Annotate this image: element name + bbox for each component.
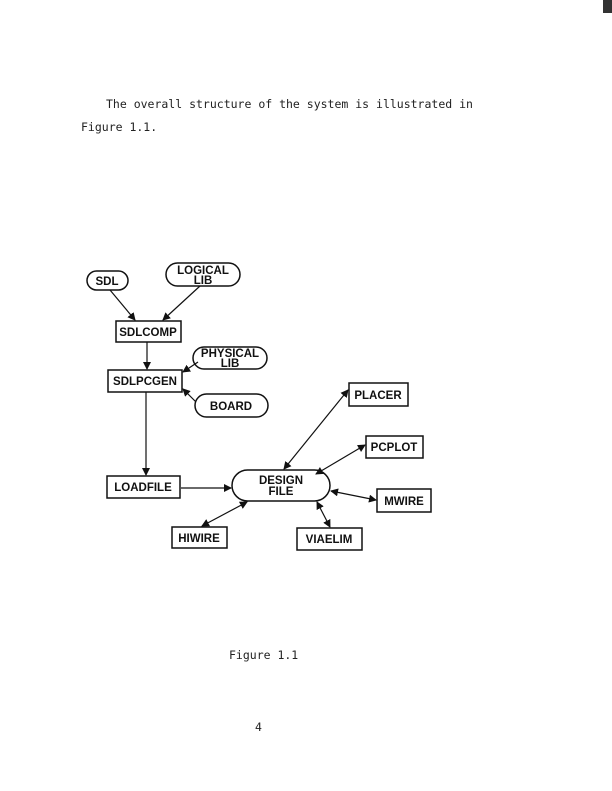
arrow-placer-design-file xyxy=(283,389,349,470)
arrow-physical-lib-to-sdlpcgen xyxy=(182,361,199,373)
scan-mark xyxy=(603,0,612,13)
node-mwire xyxy=(376,488,432,513)
arrow-mwire-design-file xyxy=(330,488,377,503)
page-number: 4 xyxy=(255,720,262,734)
label-loadfile: LOADFILE xyxy=(114,482,172,494)
body-text-line: Figure 1.1. xyxy=(81,120,158,134)
label-viaelim: VIAELIM xyxy=(306,534,353,546)
label-placer: PLACER xyxy=(354,390,402,402)
label-hiwire: HIWIRE xyxy=(178,533,220,545)
node-loadfile xyxy=(106,475,181,499)
node-board xyxy=(194,393,269,418)
label-logical-lib: LIB xyxy=(194,275,213,287)
node-sdlpcgen xyxy=(107,369,183,393)
label-logical-lib: LOGICAL xyxy=(177,265,229,277)
label-design-file: FILE xyxy=(269,486,294,498)
label-sdlcomp: SDLCOMP xyxy=(119,327,177,339)
label-sdl: SDL xyxy=(96,276,119,288)
label-design-file: DESIGN xyxy=(259,475,303,487)
arrow-pcplot-design-file xyxy=(315,444,366,475)
node-hiwire xyxy=(171,526,228,549)
arrow-logical-lib-to-sdlcomp xyxy=(162,285,201,321)
label-physical-lib: LIB xyxy=(221,358,240,370)
arrow-hiwire-design-file xyxy=(201,501,248,527)
arrow-viaelim-design-file xyxy=(316,501,331,528)
body-text-line: The overall structure of the system is i… xyxy=(106,97,473,111)
node-viaelim xyxy=(296,527,363,551)
node-design-file xyxy=(231,469,331,502)
node-physical-lib xyxy=(192,346,268,370)
label-mwire: MWIRE xyxy=(384,496,424,508)
node-sdlcomp xyxy=(115,320,182,343)
arrow-board-to-sdlpcgen xyxy=(182,388,197,403)
label-board: BOARD xyxy=(210,401,252,413)
label-pcplot: PCPLOT xyxy=(371,442,418,454)
figure-caption: Figure 1.1 xyxy=(229,648,299,662)
node-logical-lib xyxy=(165,262,241,287)
node-pcplot xyxy=(365,435,424,459)
label-physical-lib: PHYSICAL xyxy=(201,348,259,360)
node-placer xyxy=(348,382,409,407)
label-sdlpcgen: SDLPCGEN xyxy=(113,376,177,388)
arrow-sdl-to-sdlcomp xyxy=(109,289,136,321)
node-sdl xyxy=(86,270,129,291)
